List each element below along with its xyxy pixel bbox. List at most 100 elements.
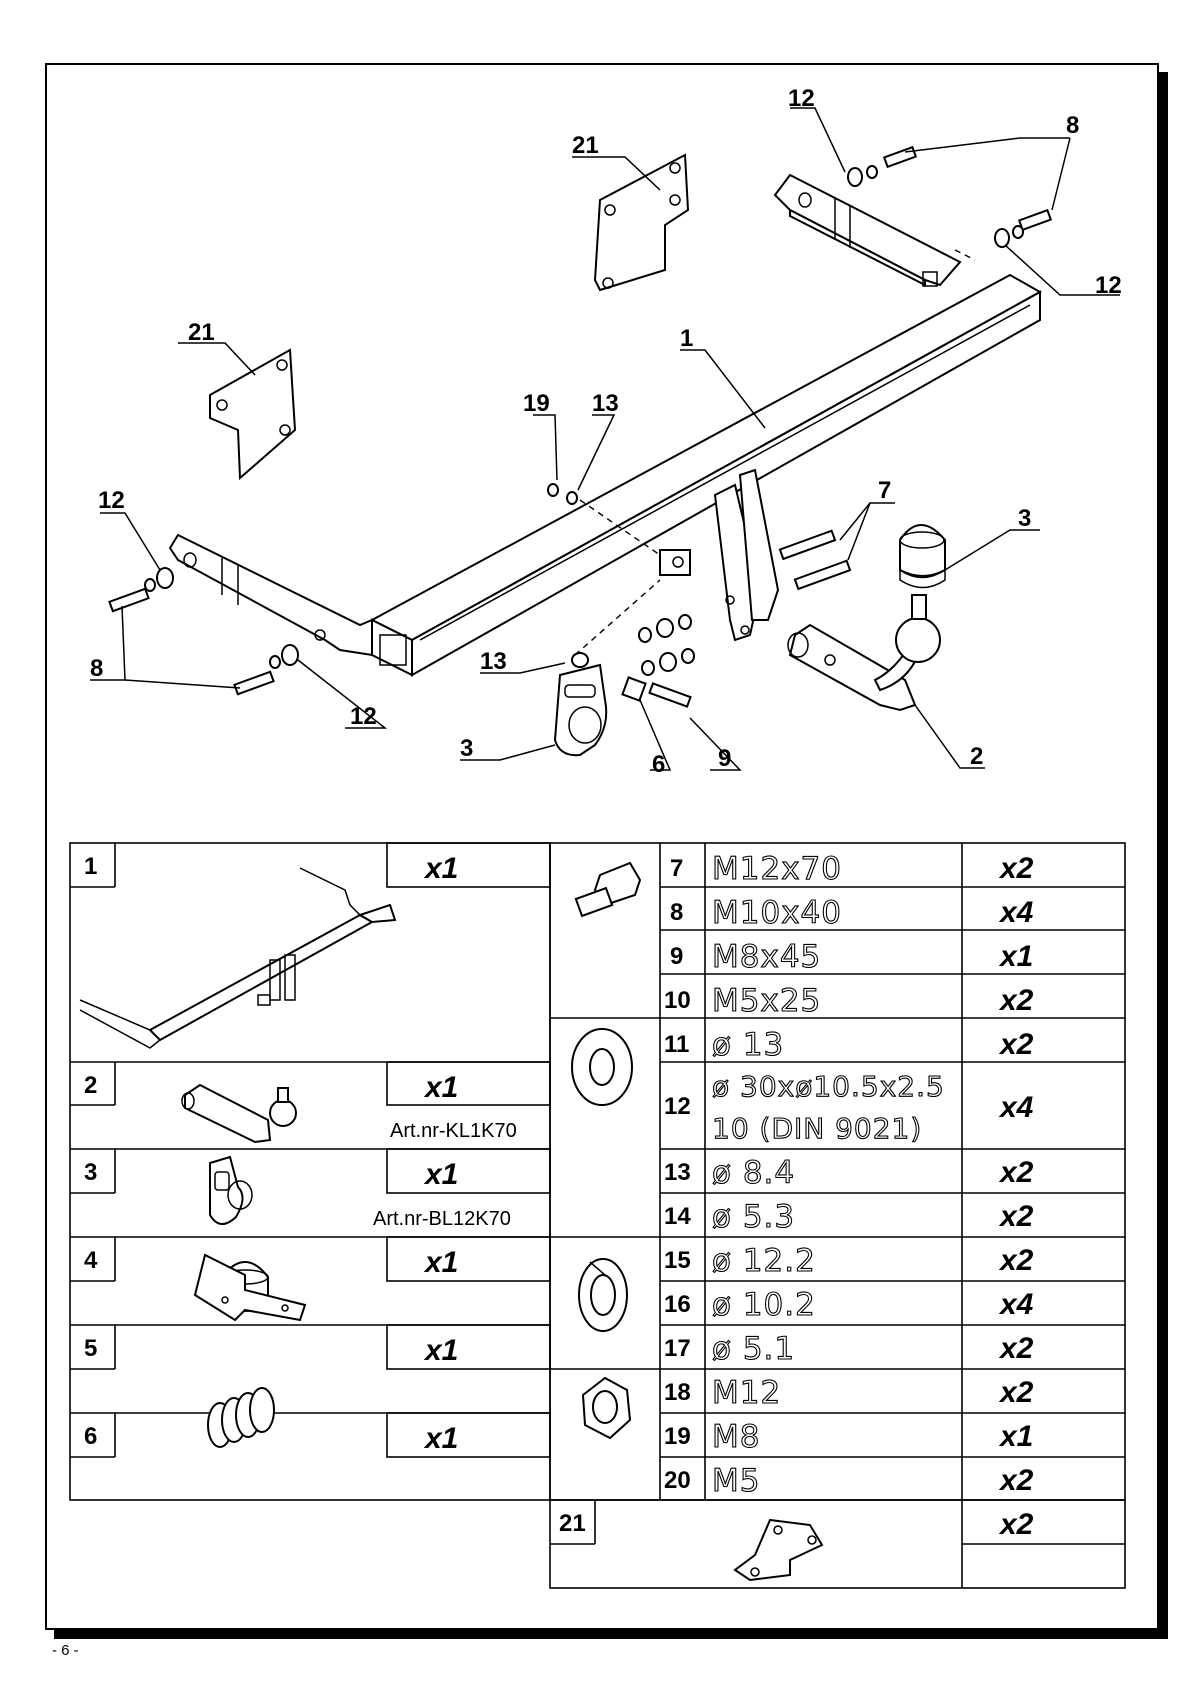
hw-num-19: 19	[664, 1423, 691, 1450]
hw-spec-9: M8x45	[712, 939, 821, 975]
hw-spec-7: M12x70	[712, 851, 842, 887]
part-qty-3: x1	[423, 1158, 458, 1191]
part-num-6: 6	[84, 1423, 97, 1450]
hw-qty-13: x2	[998, 1156, 1034, 1189]
socket-plate-drawing	[553, 663, 608, 757]
hw-spec-20: M5	[712, 1463, 760, 1499]
part-qty-6: x1	[423, 1422, 458, 1455]
callout-21: 21	[572, 132, 599, 159]
hw-num-14: 14	[664, 1203, 691, 1230]
callout-12: 12	[350, 703, 377, 730]
hw-spec-17: ø 5.1	[712, 1331, 795, 1367]
part-qty-4: x1	[423, 1246, 458, 1279]
ball-neck-drawing	[787, 594, 941, 712]
ball-cover-drawing	[899, 524, 946, 589]
leader-lines	[90, 107, 1120, 771]
hw-num-21: 21	[559, 1510, 586, 1537]
hw-num-17: 17	[664, 1335, 691, 1362]
hw-num-15: 15	[664, 1247, 691, 1274]
callout-3: 3	[1018, 505, 1031, 532]
hw-spec-12-din: 10 (DIN 9021)	[712, 1112, 922, 1145]
callout-labels: 12 8 12 21 21 1 19 13 12 7 3 8 12 13 3 6…	[90, 85, 1122, 778]
crossbar-drawing	[168, 173, 1043, 677]
part-num-4: 4	[84, 1247, 98, 1274]
callout-7: 7	[878, 477, 891, 504]
part-qty-1: x1	[423, 852, 458, 885]
part-num-5: 5	[84, 1335, 97, 1362]
part-qty-5: x1	[423, 1334, 458, 1367]
hw-qty-7: x2	[998, 852, 1034, 885]
fasteners-drawing	[108, 145, 1053, 708]
bolt-icon	[574, 861, 642, 918]
hw-qty-10: x2	[998, 984, 1034, 1017]
callout-13: 13	[480, 648, 507, 675]
callout-9: 9	[718, 745, 731, 772]
hw-num-9: 9	[670, 943, 683, 970]
callout-6: 6	[652, 751, 665, 778]
callout-8: 8	[90, 655, 103, 682]
callout-12: 12	[98, 487, 125, 514]
hw-qty-8: x4	[998, 896, 1034, 929]
callout-1: 1	[680, 325, 693, 352]
parts-table-left-text: 1 x1 2 x1 Art.nr-KL1K70 3 x1 Art.nr-BL12…	[84, 852, 517, 1455]
hw-spec-13: ø 8.4	[712, 1155, 795, 1191]
spring-part	[207, 1387, 275, 1448]
callout-12: 12	[1095, 272, 1122, 299]
hw-num-11: 11	[664, 1031, 689, 1058]
hw-num-20: 20	[664, 1467, 691, 1494]
parts-table-right-text: 7 M12x70 x2 8 M10x40 x4 9 M8x45 x1 10 M5…	[559, 850, 1034, 1541]
hw-spec-15: ø 12.2	[712, 1243, 816, 1279]
bracket-part	[193, 1253, 307, 1322]
callout-13: 13	[592, 390, 619, 417]
page-number: - 6 -	[52, 1642, 79, 1659]
washer-icon	[571, 1028, 633, 1106]
hw-num-7: 7	[670, 855, 683, 882]
part-art-2: Art.nr-KL1K70	[390, 1120, 517, 1142]
hw-qty-20: x2	[998, 1464, 1034, 1497]
hw-num-8: 8	[670, 899, 683, 926]
reinforcement-plate-part	[733, 1518, 824, 1582]
callout-3: 3	[460, 735, 473, 762]
hw-qty-19: x1	[998, 1420, 1033, 1453]
hw-spec-8: M10x40	[712, 895, 842, 931]
part-num-3: 3	[84, 1159, 97, 1186]
hw-num-18: 18	[664, 1379, 691, 1406]
callout-8: 8	[1066, 112, 1079, 139]
hw-spec-14: ø 5.3	[712, 1199, 795, 1235]
hw-spec-18: M12	[712, 1375, 781, 1411]
hw-qty-18: x2	[998, 1376, 1034, 1409]
hw-qty-16: x4	[998, 1288, 1034, 1321]
callout-12: 12	[788, 85, 815, 112]
hw-qty-12: x4	[998, 1091, 1034, 1124]
hw-num-12: 12	[664, 1093, 691, 1120]
hw-num-16: 16	[664, 1291, 691, 1318]
table-thumbnails	[79, 861, 824, 1582]
hw-spec-12: ø 30xø10.5x2.5	[712, 1070, 945, 1103]
hw-qty-14: x2	[998, 1200, 1034, 1233]
part-num-2: 2	[84, 1072, 97, 1099]
callout-19: 19	[523, 390, 550, 417]
reinforcement-plate-drawing	[209, 153, 690, 481]
ball-neck-part	[181, 1083, 297, 1144]
hw-qty-21: x2	[998, 1508, 1034, 1541]
hw-qty-17: x2	[998, 1332, 1034, 1365]
part-num-1: 1	[84, 853, 97, 880]
callout-21: 21	[188, 319, 215, 346]
hw-num-13: 13	[664, 1159, 691, 1186]
socket-plate-part	[209, 1155, 253, 1225]
part-qty-2: x1	[423, 1071, 458, 1104]
crossbar-part	[79, 867, 397, 1049]
hw-qty-11: x2	[998, 1028, 1034, 1061]
hw-qty-9: x1	[998, 940, 1033, 973]
callout-2: 2	[970, 743, 983, 770]
hw-spec-10: M5x25	[712, 983, 821, 1019]
part-art-3: Art.nr-BL12K70	[373, 1208, 511, 1230]
hw-spec-19: M8	[712, 1419, 760, 1455]
hw-qty-15: x2	[998, 1244, 1034, 1277]
hw-spec-16: ø 10.2	[712, 1287, 816, 1323]
nut-icon	[581, 1376, 632, 1440]
parts-table	[69, 842, 1126, 1589]
hw-num-10: 10	[664, 987, 691, 1014]
hw-spec-11: ø 13	[712, 1027, 784, 1063]
